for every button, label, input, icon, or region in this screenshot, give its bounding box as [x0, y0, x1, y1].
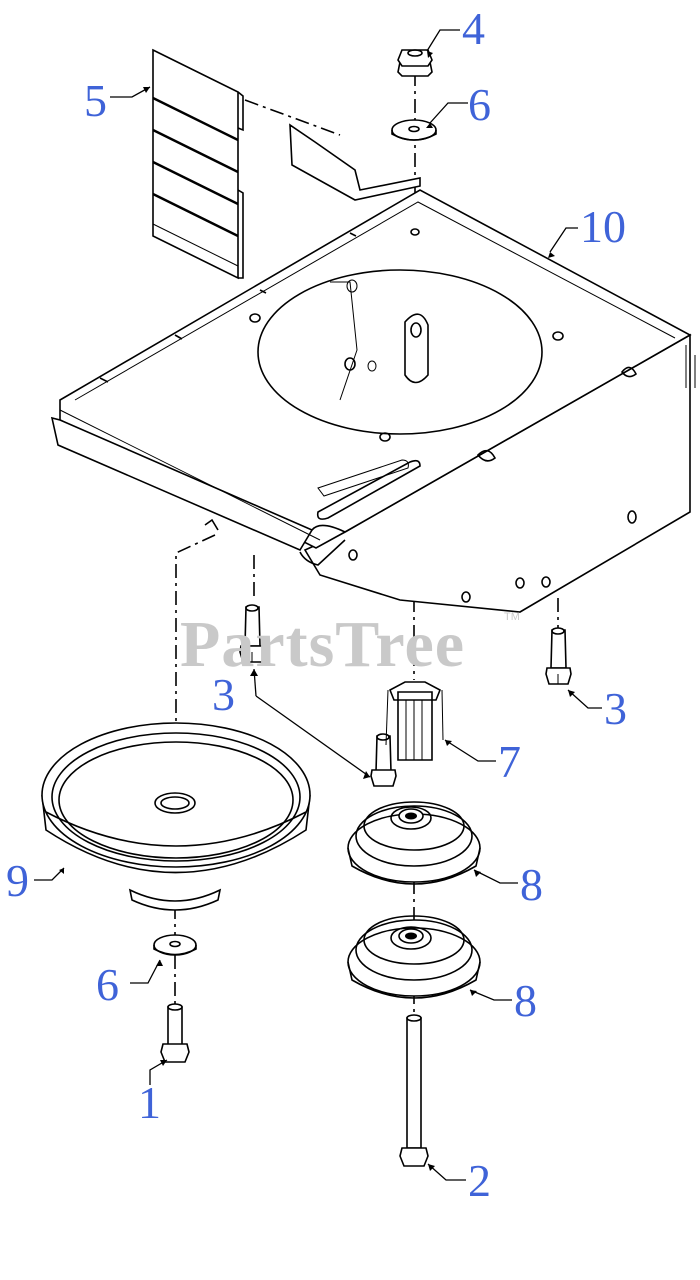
part-9-main-pulley [41, 722, 311, 911]
callout-10: 10 [580, 201, 626, 252]
part-3-bolt-center [370, 733, 397, 787]
callout-3-left: 3 [212, 669, 235, 720]
callout-7: 7 [498, 736, 521, 787]
part-7-spacer [385, 681, 444, 761]
part-6-washer-lower [153, 934, 197, 956]
part-3-bolt-left [239, 604, 266, 663]
callout-5: 5 [84, 75, 107, 126]
watermark-trademark: TM [504, 611, 520, 623]
callout-9: 9 [6, 855, 29, 906]
callout-8-upper: 8 [520, 859, 543, 910]
part-4-lock-nut [397, 49, 433, 77]
part-8-idler-pulley-lower [347, 915, 481, 999]
callout-1: 1 [138, 1077, 161, 1128]
callout-6-bottom: 6 [96, 959, 119, 1010]
part-8-idler-pulley-upper [347, 801, 481, 885]
part-1-bolt [160, 1003, 190, 1063]
callout-3-right: 3 [604, 683, 627, 734]
leader-lines [34, 29, 602, 1181]
part-6-washer-upper [391, 119, 437, 141]
part-5-flap [152, 48, 244, 280]
callout-4: 4 [462, 3, 485, 54]
callout-6-top: 6 [468, 79, 491, 130]
callout-labels: 4 5 6 10 3 3 7 9 8 6 8 1 2 [6, 3, 627, 1206]
part-2-long-bolt [399, 1014, 429, 1167]
callout-2: 2 [468, 1155, 491, 1206]
part-3-bolt-right [545, 627, 572, 685]
watermark-text: PartsTree [180, 608, 465, 681]
part-10-mounting-plate [50, 123, 696, 613]
callout-8-lower: 8 [514, 975, 537, 1026]
watermark: PartsTree TM [180, 608, 520, 681]
